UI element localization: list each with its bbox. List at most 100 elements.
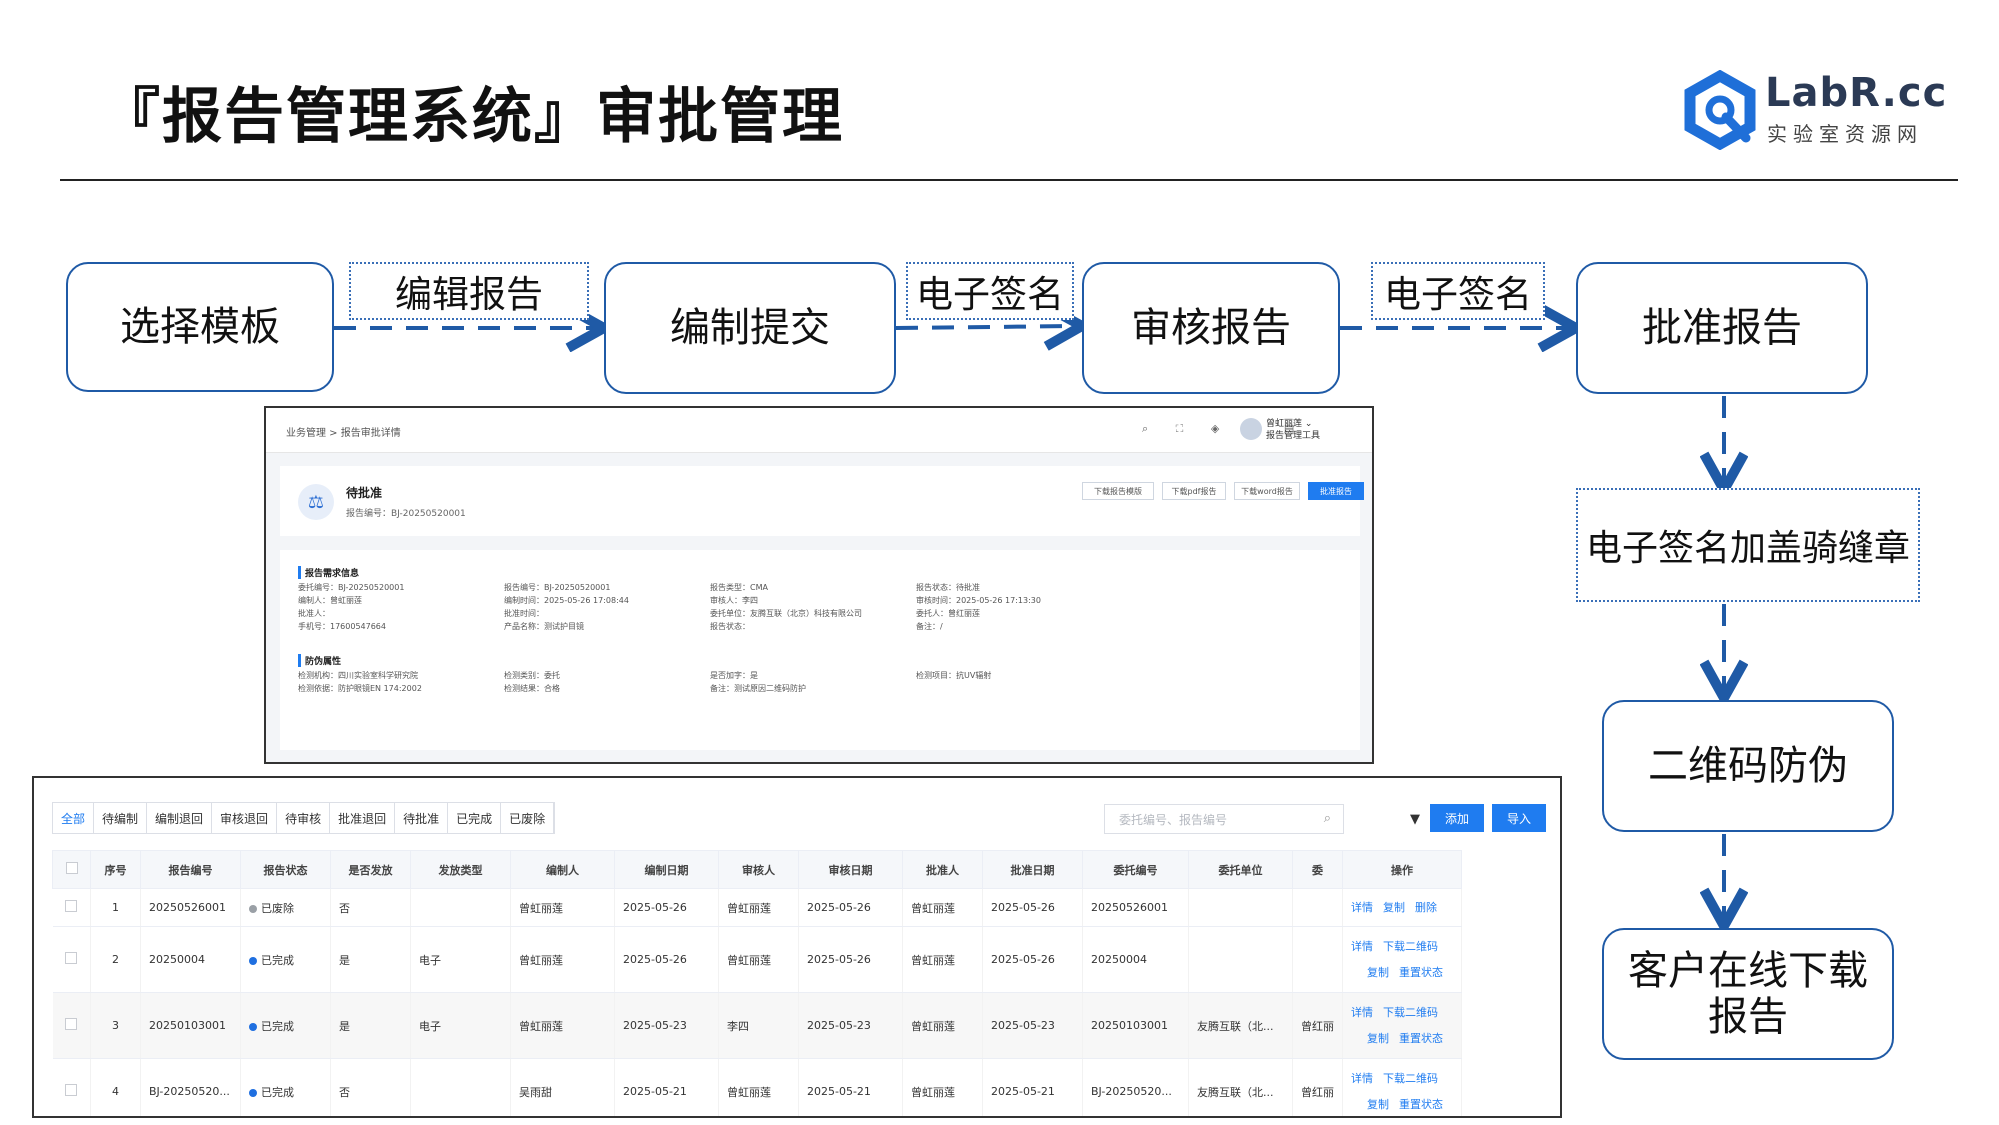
column-header[interactable]: 操作 — [1342, 850, 1462, 889]
cell-client2 — [1292, 888, 1343, 927]
labr-logo: LabR.cc 实验室资源网 — [1680, 69, 1946, 151]
cell-compiler: 曾虹丽莲 — [510, 992, 615, 1059]
column-header[interactable]: 委 — [1292, 850, 1343, 889]
action-link[interactable]: 详情 — [1351, 1005, 1373, 1019]
action-link[interactable]: 重置状态 — [1399, 1031, 1443, 1045]
action-link[interactable]: 复制 — [1383, 900, 1405, 914]
tab-status[interactable]: 全部 — [53, 803, 95, 833]
flow-node-customer-download: 客户在线下载报告 — [1602, 928, 1894, 1060]
flow-node-esign-seal: 电子签名加盖骑缝章 — [1576, 488, 1920, 602]
search-input[interactable]: 委托编号、报告编号 ⌕ — [1104, 804, 1344, 834]
action-link[interactable]: 详情 — [1351, 939, 1373, 953]
action-link[interactable]: 下载二维码 — [1383, 1071, 1438, 1085]
tab-status[interactable]: 审核退回 — [212, 803, 278, 833]
info-field: 批准人： — [298, 609, 330, 618]
column-header[interactable]: 报告状态 — [240, 850, 331, 889]
filter-icon[interactable]: ▼ — [1410, 811, 1420, 827]
column-header[interactable]: 编制日期 — [614, 850, 719, 889]
row-actions: 详情下载二维码复制重置状态 — [1342, 1058, 1462, 1116]
add-button[interactable]: 添加 — [1430, 804, 1484, 832]
info-field: 手机号：17600547664 — [298, 622, 386, 631]
column-header[interactable]: 批准日期 — [982, 850, 1083, 889]
info-field: 委托单位：友腾互联（北京）科技有限公司 — [710, 609, 862, 618]
column-header[interactable]: 是否发放 — [330, 850, 411, 889]
download-template-button[interactable]: 下载报告模版 — [1082, 482, 1154, 500]
cell-reviewer: 李四 — [718, 992, 799, 1059]
info-field: 审核时间：2025-05-26 17:13:30 — [916, 596, 1041, 605]
tab-status[interactable]: 已废除 — [501, 803, 555, 833]
row-index: 3 — [90, 992, 141, 1059]
tab-status[interactable]: 待批准 — [395, 803, 449, 833]
status-text: 已废除 — [261, 901, 294, 915]
report-approval-detail-screenshot: 业务管理 > 报告审批详情 ⌕ ⛶ ◈ ○ ▤ 曾虹丽莲 ⌄ 报告管理工具 ⚖ … — [264, 406, 1374, 764]
row-checkbox[interactable] — [52, 926, 91, 993]
select-all-checkbox[interactable] — [52, 850, 91, 889]
tab-status[interactable]: 待审核 — [277, 803, 331, 833]
action-link[interactable]: 重置状态 — [1399, 965, 1443, 979]
user-menu[interactable]: 曾虹丽莲 ⌄ 报告管理工具 — [1266, 418, 1320, 442]
column-header[interactable]: 审核人 — [718, 850, 799, 889]
status-text: 已完成 — [261, 953, 294, 967]
download-pdf-button[interactable]: 下载pdf报告 — [1162, 482, 1226, 500]
action-link[interactable]: 重置状态 — [1399, 1097, 1443, 1111]
action-link[interactable]: 复制 — [1367, 965, 1389, 979]
column-header[interactable]: 序号 — [90, 850, 141, 889]
cell-client2: 曾红丽 — [1292, 992, 1343, 1059]
action-link[interactable]: 删除 — [1415, 900, 1437, 914]
column-header[interactable]: 报告编号 — [140, 850, 241, 889]
action-link[interactable]: 详情 — [1351, 1071, 1373, 1085]
cell-compiler: 曾虹丽莲 — [510, 926, 615, 993]
title-divider — [60, 179, 1958, 181]
avatar[interactable] — [1240, 418, 1262, 440]
search-icon[interactable]: ⌕ — [1323, 811, 1331, 826]
import-button[interactable]: 导入 — [1492, 804, 1546, 832]
column-header[interactable]: 批准人 — [902, 850, 983, 889]
report-table: 序号报告编号报告状态是否发放发放类型编制人编制日期审核人审核日期批准人批准日期委… — [52, 850, 1462, 1116]
breadcrumb[interactable]: 业务管理 > 报告审批详情 — [286, 428, 401, 439]
column-header[interactable]: 委托单位 — [1188, 850, 1293, 889]
approve-report-button[interactable]: 批准报告 — [1308, 482, 1364, 500]
cell-review-date: 2025-05-26 — [798, 888, 903, 927]
info-field: 备注：测试原因二维码防护 — [710, 684, 806, 693]
cell-commission-no: 20250004 — [1082, 926, 1189, 993]
tab-status[interactable]: 待编制 — [94, 803, 148, 833]
slide-title: 『报告管理系统』审批管理 — [100, 82, 844, 152]
cell-compile-date: 2025-05-26 — [614, 926, 719, 993]
action-link[interactable]: 复制 — [1367, 1031, 1389, 1045]
status-dot-icon — [249, 1022, 257, 1031]
download-word-button[interactable]: 下载word报告 — [1234, 482, 1300, 500]
cell-reviewer: 曾虹丽莲 — [718, 888, 799, 927]
tab-status[interactable]: 已完成 — [448, 803, 502, 833]
action-link[interactable]: 复制 — [1367, 1097, 1389, 1111]
column-header[interactable]: 发放类型 — [410, 850, 511, 889]
action-link[interactable]: 下载二维码 — [1383, 1005, 1438, 1019]
cell-report-no: 20250526001 — [140, 888, 241, 927]
tab-status[interactable]: 批准退回 — [330, 803, 396, 833]
tab-status[interactable]: 编制退回 — [147, 803, 213, 833]
search-placeholder: 委托编号、报告编号 — [1119, 812, 1228, 827]
cell-compile-date: 2025-05-23 — [614, 992, 719, 1059]
report-summary-card: ⚖ 待批准 报告编号：BJ-20250520001 下载报告模版 下载pdf报告… — [280, 466, 1364, 536]
column-header[interactable]: 委托编号 — [1082, 850, 1189, 889]
column-header[interactable]: 审核日期 — [798, 850, 903, 889]
section-title-anticounterfeit: 防伪属性 — [298, 654, 341, 667]
info-field: 报告状态：待批准 — [916, 583, 980, 592]
row-checkbox[interactable] — [52, 992, 91, 1059]
cell-compiler: 曾虹丽莲 — [510, 888, 615, 927]
action-link[interactable]: 详情 — [1351, 900, 1373, 914]
cell-client — [1188, 926, 1293, 993]
cell-issue-type: 电子 — [410, 992, 511, 1059]
action-link[interactable]: 下载二维码 — [1383, 939, 1438, 953]
status-text: 已完成 — [261, 1085, 294, 1099]
cell-commission-no: BJ-20250520... — [1082, 1058, 1189, 1116]
cell-status: 已废除 — [240, 888, 331, 927]
cell-client2 — [1292, 926, 1343, 993]
row-checkbox[interactable] — [52, 1058, 91, 1116]
row-checkbox[interactable] — [52, 888, 91, 927]
column-header[interactable]: 编制人 — [510, 850, 615, 889]
